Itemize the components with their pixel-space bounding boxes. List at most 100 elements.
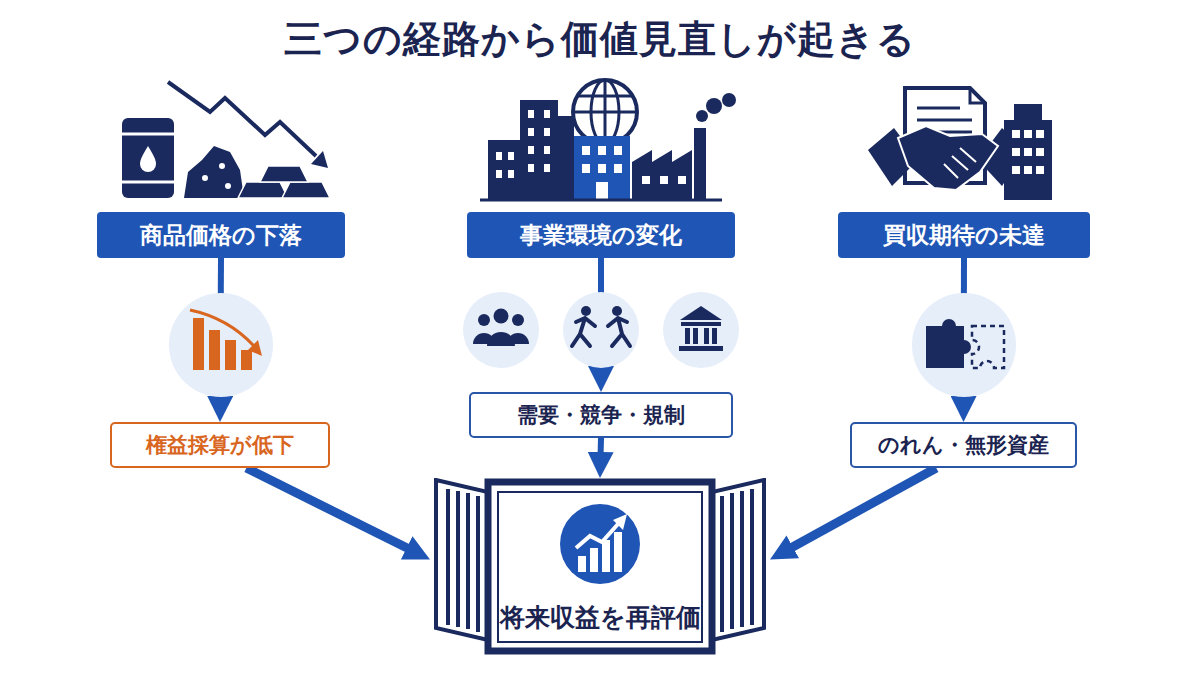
- path-heading-box: 買収期待の未達: [838, 212, 1090, 258]
- oil-barrel: [140, 146, 156, 172]
- city-skyline: [508, 170, 514, 178]
- oil-barrel: [122, 133, 174, 136]
- node-label: のれん・無形資産: [878, 431, 1049, 459]
- company-building: [1024, 148, 1032, 156]
- ore-pile: [225, 183, 231, 189]
- globe: [578, 95, 632, 98]
- growth-chart-icon: [560, 504, 640, 584]
- regulation-bank-icon: [685, 328, 690, 344]
- path-heading-box: 商品価格の下落: [97, 212, 345, 258]
- ore-pile: [219, 163, 225, 169]
- factory: [642, 176, 650, 184]
- company-building: [1024, 130, 1032, 138]
- gate-door: [476, 496, 480, 632]
- flow-arrow: [217, 258, 224, 406]
- handshake: [944, 164, 958, 178]
- gate-door: [730, 493, 734, 629]
- node-label: 買収期待の未達: [883, 220, 1045, 251]
- city-skyline: [528, 110, 534, 118]
- contract-document: [905, 88, 985, 183]
- regulation-bank-icon: [663, 292, 739, 368]
- factory: [722, 93, 736, 107]
- node-label: 商品価格の下落: [140, 220, 302, 251]
- growth-chart-icon: [576, 524, 618, 548]
- regulation-bank-icon: [663, 292, 739, 368]
- flow-arrow: [598, 258, 604, 376]
- company-building: [1014, 104, 1042, 120]
- puzzle-icon: [912, 293, 1016, 397]
- city-skyline: [528, 164, 534, 172]
- office-building: [574, 136, 630, 200]
- factory: [696, 110, 708, 122]
- globe: [604, 80, 607, 144]
- gate-door: [720, 496, 724, 632]
- factory: [706, 98, 722, 114]
- gate-frame: [488, 482, 712, 651]
- city-skyline: [528, 146, 534, 154]
- falling-price-arrow: [311, 151, 328, 168]
- handshake: [898, 126, 998, 190]
- flow-arrow: [961, 258, 967, 406]
- declining-chart-icon: [193, 318, 204, 370]
- factory: [632, 93, 736, 200]
- globe: [573, 111, 637, 114]
- contract-document: [917, 131, 972, 134]
- globe: [573, 80, 637, 144]
- competition-runners-icon: [608, 318, 630, 346]
- city-skyline: [496, 152, 502, 160]
- contract-document: [917, 119, 972, 122]
- gold-bars: [260, 166, 308, 182]
- contract-document: [970, 88, 985, 103]
- demand-people-icon: [473, 333, 495, 344]
- factory: [678, 176, 686, 184]
- ground-line: [480, 199, 722, 202]
- contract-document: [917, 107, 960, 110]
- growth-chart-icon: [578, 556, 586, 572]
- ore-pile: [202, 175, 208, 181]
- demand-people-icon: [512, 314, 524, 326]
- competition-runners-icon: [572, 318, 595, 346]
- diagram-title: 三つの経路から価値見直しが起きる: [0, 14, 1200, 65]
- demand-people-icon: [487, 332, 515, 346]
- regulation-bank-icon: [712, 328, 717, 344]
- handshake: [952, 156, 968, 170]
- city-skyline: [520, 100, 558, 200]
- globe: [591, 80, 619, 144]
- regulation-bank-icon: [704, 328, 709, 344]
- city-skyline: [544, 110, 550, 118]
- city-skyline: [544, 164, 550, 172]
- oil-barrel: [122, 181, 174, 184]
- falling-price-arrow: [168, 82, 316, 156]
- ore-pile: [184, 146, 244, 198]
- office-building: [574, 136, 630, 200]
- flow-arrow: [597, 438, 604, 462]
- office-building: [598, 164, 606, 173]
- handshake: [978, 128, 1026, 186]
- contract-document: [905, 88, 985, 183]
- declining-chart-icon: [241, 350, 252, 370]
- city-skyline: [508, 152, 514, 160]
- company-building: [1036, 166, 1044, 174]
- city-skyline: [488, 100, 574, 200]
- office-building: [598, 146, 606, 155]
- regulation-bank-icon: [693, 328, 698, 344]
- factory: [694, 128, 706, 200]
- declining-chart-icon: [209, 330, 220, 370]
- office-building: [596, 182, 608, 200]
- node-label: 権益採算が低下: [146, 431, 294, 459]
- declining-chart-icon: [248, 340, 262, 356]
- company-building: [1036, 130, 1044, 138]
- demand-people-icon: [478, 314, 490, 326]
- path-heading-box: 事業環境の変化: [467, 212, 735, 258]
- company-building: [1012, 148, 1020, 156]
- demand-people-icon: [463, 292, 539, 368]
- handshake: [960, 148, 976, 162]
- ore-pile: [184, 146, 244, 198]
- growth-chart-icon: [590, 548, 598, 572]
- globe: [573, 80, 637, 144]
- demand-people-icon: [507, 333, 529, 344]
- node-label: 需要・競争・規制: [517, 401, 685, 429]
- flow-arrow: [784, 468, 936, 552]
- city-skyline: [488, 140, 520, 200]
